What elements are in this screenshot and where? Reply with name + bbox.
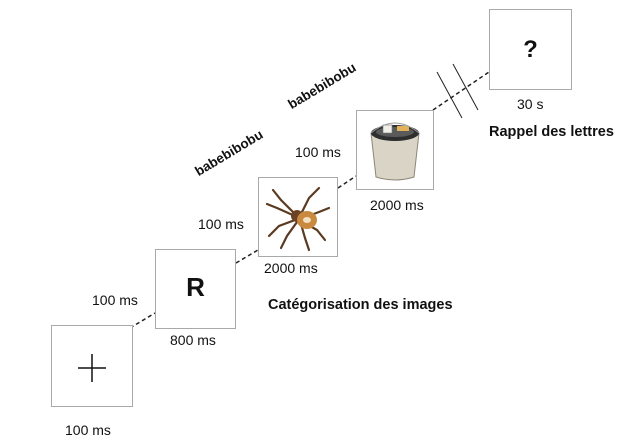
fixation-frame	[51, 325, 133, 407]
dash-connector-3	[337, 175, 357, 189]
isi-label-2: 100 ms	[198, 216, 244, 232]
recall-frame: ?	[489, 9, 572, 90]
isi-label-3: 100 ms	[295, 144, 341, 160]
dash-connector-4	[432, 71, 490, 111]
fixation-duration: 100 ms	[65, 422, 111, 438]
isi-label-1: 100 ms	[92, 292, 138, 308]
question-mark: ?	[523, 36, 538, 63]
bucket-image-frame	[356, 110, 434, 190]
letter-frame: R	[155, 249, 236, 329]
spider-icon	[265, 186, 331, 252]
spider-duration: 2000 ms	[264, 260, 318, 276]
recall-phase-label: Rappel des lettres	[489, 124, 614, 140]
spider-image-frame	[258, 177, 338, 257]
break-mark-1	[436, 71, 463, 119]
break-mark-2	[452, 63, 479, 111]
target-letter: R	[186, 272, 205, 302]
letter-duration: 800 ms	[170, 332, 216, 348]
dash-connector-1	[129, 312, 156, 329]
bucket-duration: 2000 ms	[370, 197, 424, 213]
recall-duration: 30 s	[517, 96, 544, 112]
bucket-icon	[370, 122, 420, 181]
fixation-cross-icon	[78, 354, 106, 382]
dash-connector-2	[235, 249, 259, 264]
categorization-phase-label: Catégorisation des images	[268, 297, 453, 313]
